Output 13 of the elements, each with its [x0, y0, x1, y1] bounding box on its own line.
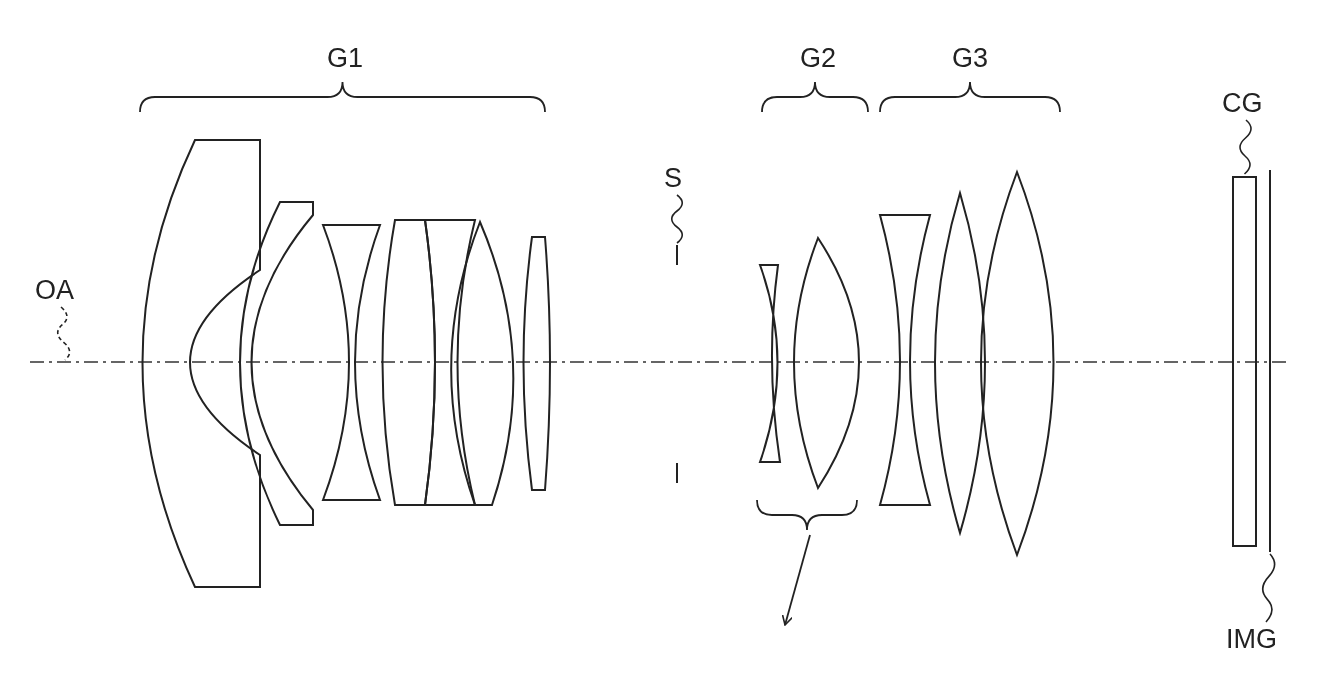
group-label: G3 [952, 43, 988, 73]
leader-line [670, 194, 684, 244]
group-label: G1 [327, 43, 363, 73]
leader-line [1239, 119, 1252, 175]
leader-line [56, 306, 71, 361]
reference-label: IMG [1226, 624, 1277, 654]
cover-glass [1232, 176, 1257, 547]
leader-line [1261, 553, 1276, 623]
image-plane [1268, 170, 1272, 552]
group-label: G2 [800, 43, 836, 73]
reference-label: S [664, 163, 682, 193]
reference-label: CG [1222, 88, 1263, 118]
reference-label: OA [35, 275, 74, 305]
